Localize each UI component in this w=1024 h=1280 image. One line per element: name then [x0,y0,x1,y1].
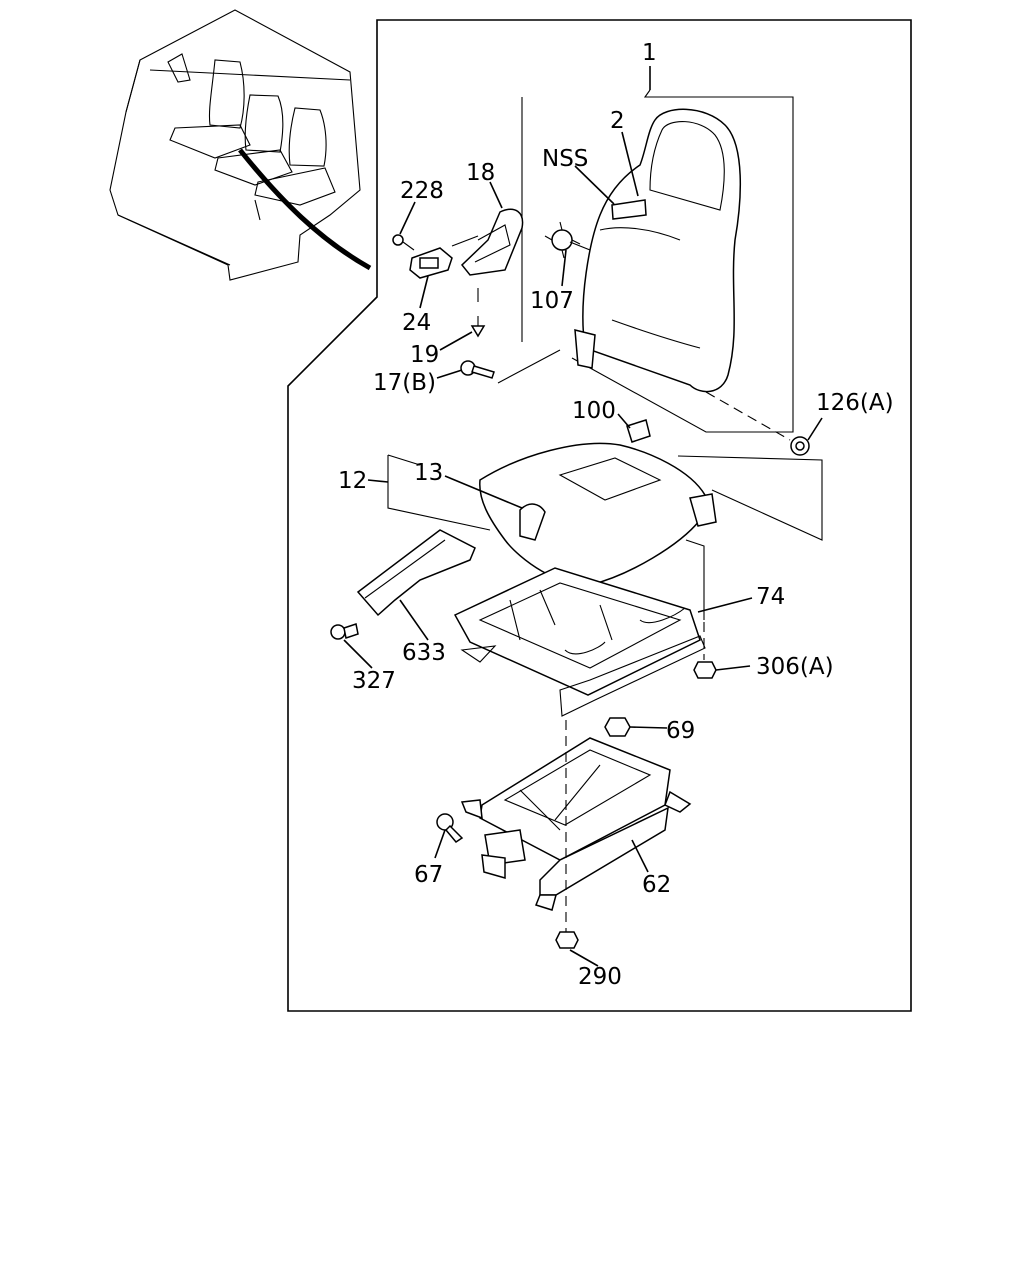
callout-633: 633 [402,640,446,666]
callout-228: 228 [400,178,444,204]
bolt-67 [436,813,464,843]
cab-overview-icon [109,9,361,281]
callout-18: 18 [466,160,495,186]
callout-327: 327 [352,668,396,694]
callout-62: 62 [642,872,671,898]
callout-74: 74 [756,584,785,610]
cover-18 [451,208,524,276]
screw-228 [392,234,415,251]
seat-back [574,108,742,393]
callout-13: 13 [414,460,443,486]
callout-12: 12 [338,468,367,494]
callout-69: 69 [666,718,695,744]
leader-126-dash [705,391,791,441]
callout-1: 1 [642,40,657,66]
seat-base [460,737,692,911]
callout-17b: 17(B) [373,370,436,396]
callout-nss: NSS [542,146,588,172]
part-100 [626,419,651,443]
cushion-side-line [685,539,705,620]
callout-306a: 306(A) [756,654,834,680]
callout-107: 107 [530,288,574,314]
nut-69 [604,717,631,737]
nut-290 [555,931,579,949]
seat-cushion [479,442,717,586]
cushion-group-bracket [387,454,823,541]
callout-100: 100 [572,398,616,424]
diagram-frame [287,19,912,1012]
nut-306a [693,661,717,679]
screw-327 [330,623,359,640]
callout-2: 2 [610,108,625,134]
callout-126a: 126(A) [816,390,894,416]
bolt-17b [460,360,495,379]
knob-107 [544,221,591,259]
part-126a [790,436,810,456]
callout-290: 290 [578,964,622,990]
leader-lines [343,66,823,967]
seat-frame [453,567,706,717]
callout-24: 24 [402,310,431,336]
inset-pointer-line [238,148,372,271]
knob-24 [409,247,453,279]
callout-19: 19 [410,342,439,368]
callout-67: 67 [414,862,443,888]
screw-19 [470,288,486,338]
bracket-633 [356,529,476,617]
